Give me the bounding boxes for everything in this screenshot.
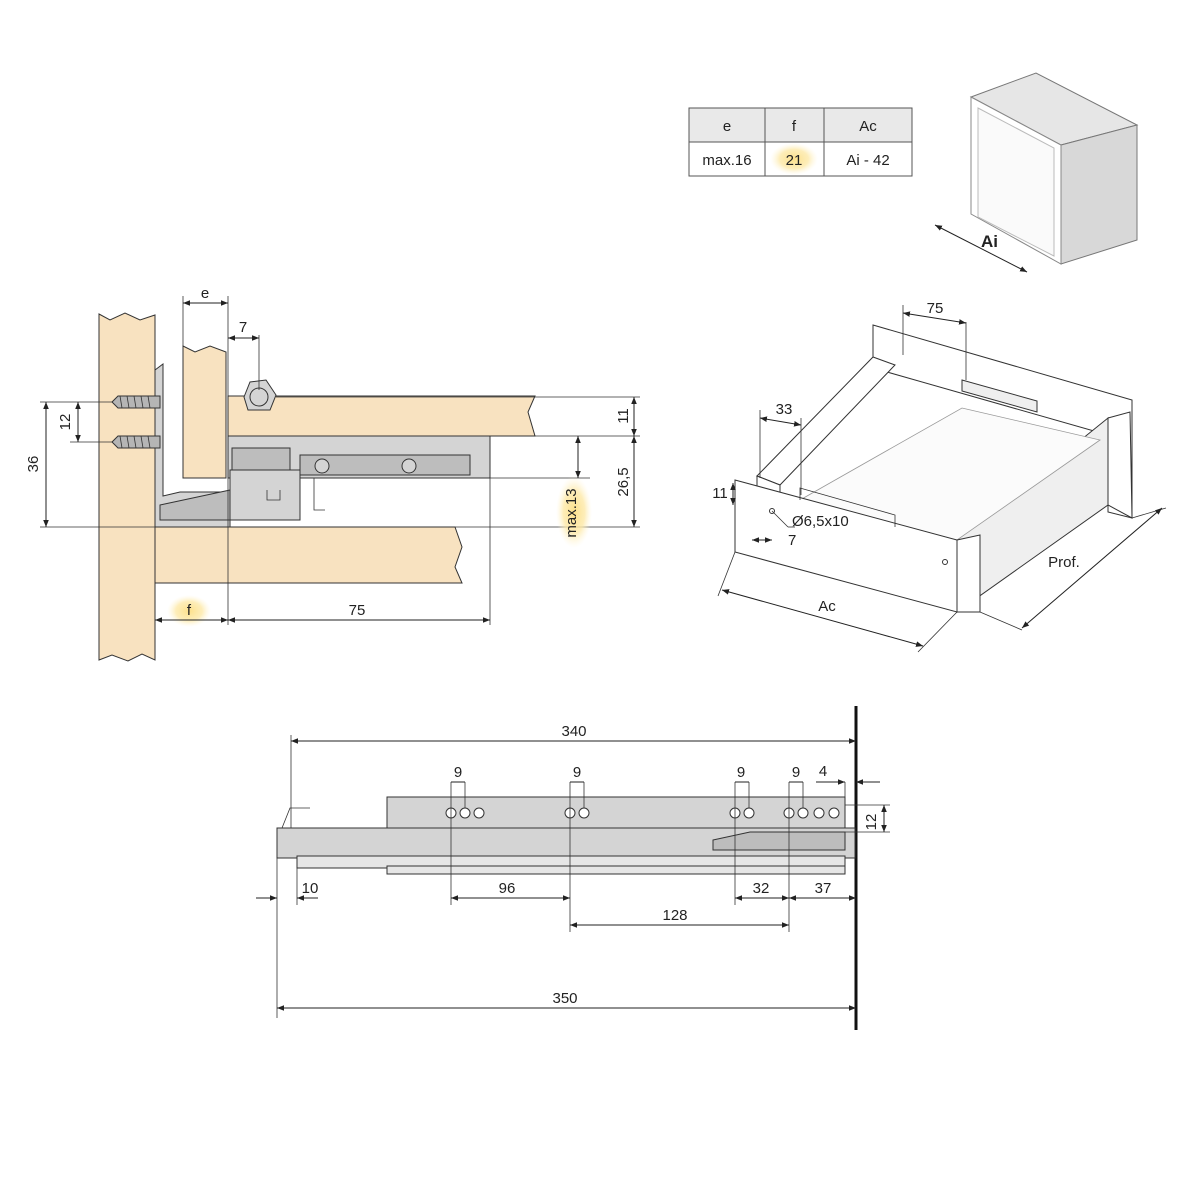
dim-75: 75 bbox=[349, 602, 366, 619]
soft-close-unit bbox=[712, 831, 846, 851]
mounting-holes bbox=[445, 807, 840, 819]
table-header-f: f bbox=[792, 118, 797, 135]
iso-dim-prof: Prof. bbox=[1048, 554, 1080, 571]
drawer-bottom-panel bbox=[227, 395, 536, 437]
runner-dim-96: 96 bbox=[499, 880, 516, 897]
runner-dim-37: 37 bbox=[815, 880, 832, 897]
table-value-cell bbox=[823, 141, 913, 177]
iso-dim-75: 75 bbox=[927, 300, 944, 317]
runner-dim-12: 12 bbox=[863, 814, 880, 831]
table-value-ac: Ai - 42 bbox=[846, 152, 889, 169]
iso-dim-11: 11 bbox=[712, 485, 728, 502]
table-value-f: 21 bbox=[786, 152, 803, 169]
screw-upper bbox=[111, 395, 161, 409]
cabinet-side-panel bbox=[98, 312, 156, 662]
cabinet-bottom-shelf bbox=[154, 526, 463, 584]
drawer-isometric: 75 33 11 Ø6,5x10 7 Ac Prof. bbox=[712, 300, 1167, 653]
highlight-glow bbox=[556, 476, 592, 548]
runner-cross-section: e 7 12 36 11 26,5 max.13 f 75 bbox=[25, 285, 640, 662]
table-header-cell bbox=[688, 107, 766, 143]
iso-dim-33: 33 bbox=[776, 401, 793, 418]
table-header-cell bbox=[764, 107, 825, 143]
dim-12: 12 bbox=[57, 414, 74, 431]
runner-dim-128: 128 bbox=[662, 907, 687, 924]
runner-side-view: 340 9 9 9 9 4 12 10 96 32 37 128 350 bbox=[256, 706, 890, 1030]
cabinet-icon: Ai bbox=[934, 72, 1139, 273]
highlight-glow bbox=[770, 143, 818, 175]
screw-lower bbox=[111, 435, 161, 449]
dim-36: 36 bbox=[25, 456, 42, 473]
dim-11: 11 bbox=[615, 408, 632, 424]
runner-dim-340: 340 bbox=[561, 723, 586, 740]
spec-table: e f Ac max.16 21 Ai - 42 bbox=[688, 107, 913, 177]
dim-26-5: 26,5 bbox=[615, 467, 632, 496]
dim-f: f bbox=[187, 602, 192, 619]
table-header-ac: Ac bbox=[859, 118, 877, 135]
dim-7: 7 bbox=[239, 319, 247, 336]
dim-max13: max.13 bbox=[563, 488, 580, 537]
iso-hole-label: Ø6,5x10 bbox=[792, 513, 849, 530]
iso-dim-ac: Ac bbox=[818, 598, 836, 615]
runner-dim-9b: 9 bbox=[573, 764, 581, 781]
runner-dim-32: 32 bbox=[753, 880, 770, 897]
runner-dim-4: 4 bbox=[819, 763, 827, 780]
iso-dim-7: 7 bbox=[788, 532, 796, 549]
table-value-e: max.16 bbox=[702, 152, 751, 169]
dim-e: e bbox=[201, 285, 209, 302]
drawer-side-panel bbox=[182, 345, 227, 479]
runner-dim-350: 350 bbox=[552, 990, 577, 1007]
runner-dim-9d: 9 bbox=[792, 764, 800, 781]
runner-carriage bbox=[229, 469, 301, 521]
runner-dim-10: 10 bbox=[302, 880, 319, 897]
table-header-cell bbox=[823, 107, 913, 143]
runner-dim-9c: 9 bbox=[737, 764, 745, 781]
table-header-e: e bbox=[723, 118, 731, 135]
cabinet-ai-label: Ai bbox=[981, 232, 998, 251]
runner-dim-9a: 9 bbox=[454, 764, 462, 781]
